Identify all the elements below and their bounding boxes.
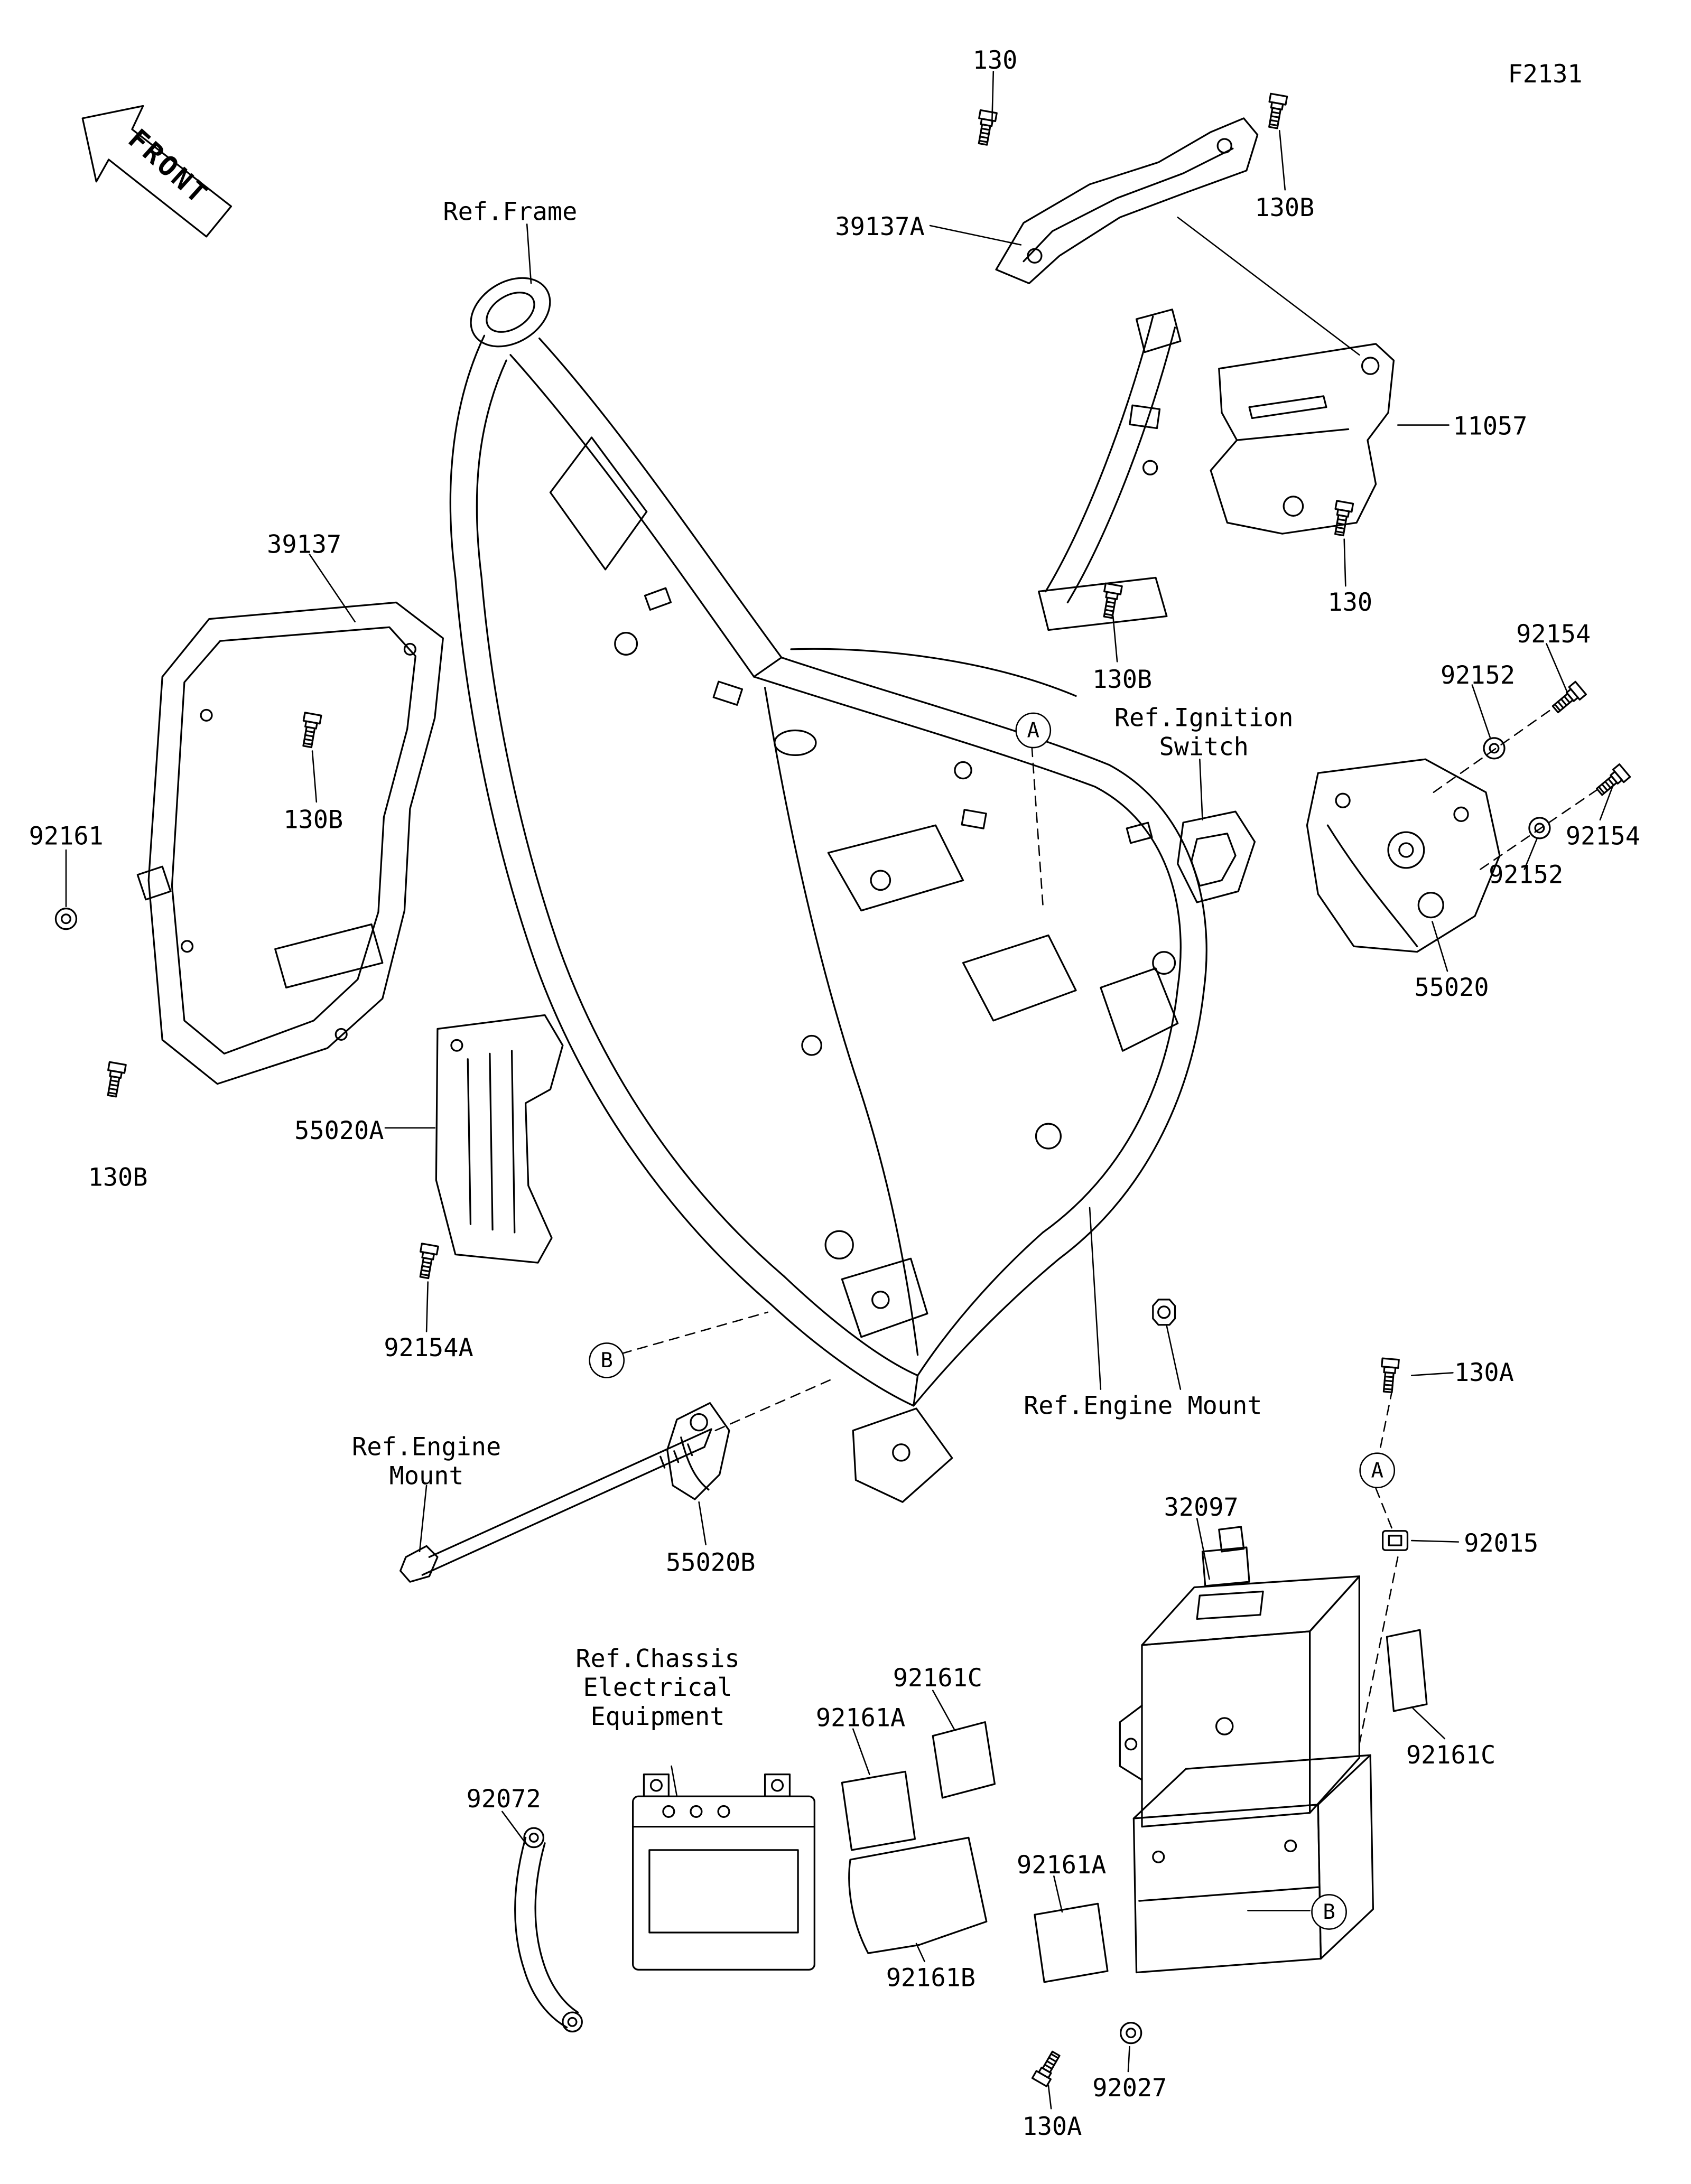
bracket-39137 <box>137 602 443 1084</box>
guard-55020 <box>1307 759 1500 952</box>
part-label-130b-lower-left: 130B <box>88 1163 148 1193</box>
pad-92161a-upper <box>842 1771 915 1850</box>
part-label-130a-bottom: 130A <box>1022 2113 1082 2142</box>
part-label-92161a-lower: 92161A <box>1017 1851 1107 1881</box>
screw-130b-top-right <box>1264 92 1288 130</box>
battery-case-32097 <box>1120 1527 1359 1827</box>
part-label-130b-top-right: 130B <box>1255 194 1315 223</box>
battery <box>633 1775 815 1970</box>
washer-92152-lower <box>1528 817 1551 839</box>
part-label-55020a: 55020A <box>294 1117 384 1146</box>
part-label-130b-left: 130B <box>283 806 343 835</box>
part-label-92072: 92072 <box>466 1785 541 1815</box>
part-label-92152-top: 92152 <box>1440 661 1516 691</box>
part-label-32097: 32097 <box>1164 1494 1239 1523</box>
part-label-39137a: 39137A <box>835 213 925 242</box>
screw-130a-bottom <box>1031 2048 1064 2087</box>
ref-label-engine-mount-right: Ref.Engine Mount <box>1024 1392 1262 1421</box>
pad-92161c-right <box>1387 1630 1427 1711</box>
part-label-92154-top: 92154 <box>1516 620 1591 649</box>
ref-label-ignition-switch: Ref.Ignition Switch <box>1114 704 1294 763</box>
ref-label-chassis-electrical: Ref.Chassis Electrical Equipment <box>575 1645 740 1733</box>
part-label-92161c-right: 92161C <box>1406 1741 1496 1770</box>
engine-mount-bolt <box>401 1429 711 1582</box>
part-label-92161a-upper: 92161A <box>815 1704 906 1733</box>
part-label-92015: 92015 <box>1464 1529 1539 1558</box>
part-label-92027: 92027 <box>1092 2074 1167 2103</box>
part-label-92161: 92161 <box>29 822 104 852</box>
assembly-axis-lines <box>622 707 1602 1744</box>
screw-130-top <box>973 109 998 147</box>
part-label-92154a: 92154A <box>384 1334 473 1364</box>
leader-lines <box>66 71 1612 2108</box>
part-label-130a-right: 130A <box>1454 1359 1514 1388</box>
pad-92161b <box>849 1837 987 1953</box>
washer-92152-top <box>1483 737 1506 760</box>
callout-b-bottom: B <box>1311 1894 1347 1930</box>
clip-92015 <box>1381 1530 1409 1551</box>
bracket-92072 <box>515 1828 582 2031</box>
bracket-55020b <box>667 1403 729 1499</box>
front-arrow: FRONT <box>82 106 231 236</box>
part-label-92161c-center: 92161C <box>893 1664 983 1694</box>
ref-label-engine-mount-left: Ref.Engine Mount <box>352 1433 501 1491</box>
part-label-130-mid: 130 <box>1327 589 1373 618</box>
part-label-92161b: 92161B <box>886 1964 976 1993</box>
washer-92161 <box>54 908 78 930</box>
screw-130b-center <box>1099 582 1123 620</box>
part-label-39137: 39137 <box>267 530 342 560</box>
bracket-11057 <box>1211 344 1393 534</box>
washer-92027 <box>1120 2021 1142 2045</box>
pad-92161a-lower <box>1035 1903 1108 1982</box>
screw-92154-top <box>1549 680 1587 717</box>
callout-a-center: A <box>1015 712 1052 749</box>
part-label-55020: 55020 <box>1414 974 1489 1003</box>
part-label-11057: 11057 <box>1453 413 1528 442</box>
callout-a-right: A <box>1359 1452 1396 1489</box>
battery-tray <box>1133 1755 1373 1972</box>
frame-main <box>450 264 1206 1502</box>
screw-92154a <box>415 1243 439 1280</box>
part-label-130b-center: 130B <box>1092 666 1153 695</box>
screw-92154-right <box>1593 763 1631 799</box>
pad-92161c-center <box>933 1722 995 1798</box>
bracket-39137a <box>996 118 1258 283</box>
screw-130a-right <box>1379 1357 1400 1394</box>
part-label-92152-lower: 92152 <box>1489 861 1564 890</box>
screw-130b-lower-left <box>103 1061 127 1098</box>
front-arrow-label: FRONT <box>122 123 215 211</box>
callout-b-center: B <box>589 1342 625 1378</box>
part-label-130-top: 130 <box>972 46 1018 76</box>
guard-55020a <box>436 1015 563 1263</box>
ignition-switch-bracket <box>1178 811 1255 902</box>
part-label-92154-right: 92154 <box>1565 822 1640 852</box>
part-label-55020b: 55020B <box>666 1548 756 1578</box>
ref-label-frame: Ref.Frame <box>443 198 578 227</box>
nut-engine-mount <box>1152 1299 1176 1326</box>
page-code: F2131 <box>1508 60 1583 90</box>
screw-130b-left <box>298 712 322 749</box>
screw-130-mid <box>1330 500 1354 537</box>
